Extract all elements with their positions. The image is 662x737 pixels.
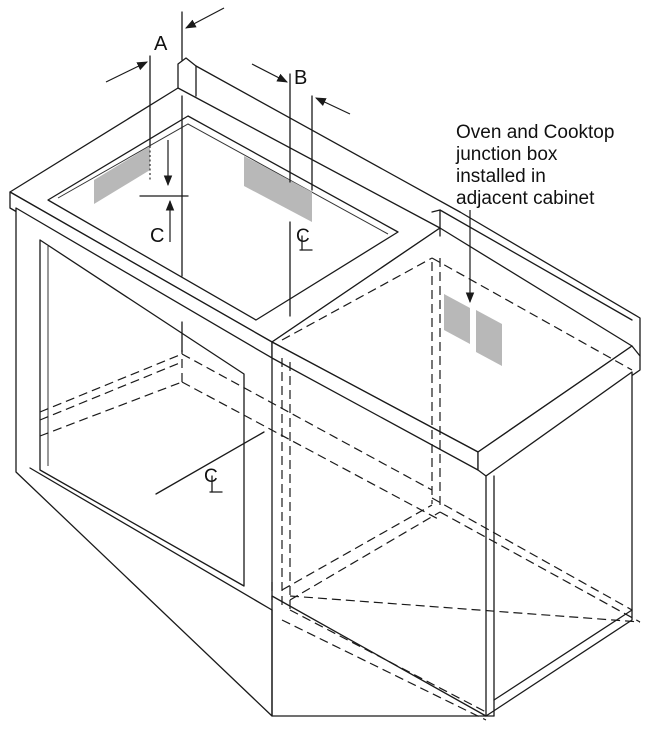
svg-text:C: C — [296, 226, 310, 247]
centerline-1: C — [296, 226, 313, 251]
dimension-c — [139, 140, 189, 242]
dimension-a — [105, 7, 225, 353]
junction-box-note: Oven and Cooktop junction box installed … — [455, 122, 614, 304]
junction-box-adjacent-left — [444, 294, 470, 344]
dimension-b — [251, 63, 351, 317]
note-line-1: Oven and Cooktop — [456, 122, 614, 143]
left-backsplash — [177, 57, 461, 213]
junction-box-left — [94, 146, 150, 204]
note-line-3: installed in — [456, 166, 546, 187]
junction-box-adjacent-right — [476, 310, 502, 366]
label-b: B — [294, 67, 307, 89]
note-line-4: adjacent cabinet — [456, 188, 595, 209]
junction-box-center — [244, 156, 312, 222]
label-a: A — [154, 33, 168, 55]
note-line-2: junction box — [455, 144, 558, 165]
right-cabinet — [271, 209, 641, 721]
label-c: C — [150, 225, 164, 247]
centerline-3: C — [155, 431, 265, 495]
right-cabinet-side — [485, 371, 633, 717]
svg-text:C: C — [204, 466, 218, 487]
